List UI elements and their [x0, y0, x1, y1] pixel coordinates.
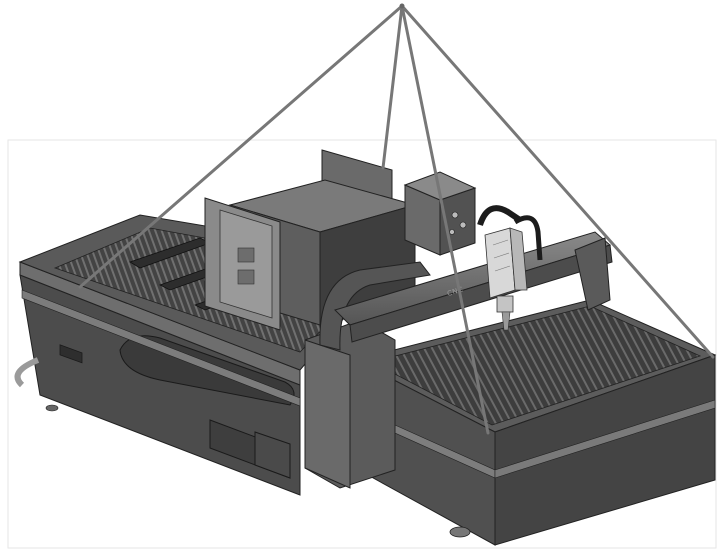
control-knob-icon: [449, 229, 455, 235]
control-box: [403, 171, 477, 256]
sling-line: [400, 4, 715, 359]
sling-line: [400, 4, 490, 435]
sling-line: [381, 4, 404, 170]
machine-foot: [449, 526, 471, 538]
lifting-sling: [78, 4, 715, 435]
machine-foot: [45, 404, 59, 412]
cutting-head: [477, 205, 543, 331]
lift-hook-point: [399, 3, 405, 9]
sling-line: [78, 4, 404, 289]
hose: [14, 357, 40, 388]
cable-chain: [477, 205, 522, 227]
cutting-nozzle: [501, 311, 511, 331]
image-border: [7, 139, 717, 549]
front-panel-slot: [59, 344, 83, 364]
control-knob-icon: [459, 221, 467, 229]
right-cutting-bed: [370, 305, 702, 426]
control-knob-icon: [451, 211, 459, 219]
